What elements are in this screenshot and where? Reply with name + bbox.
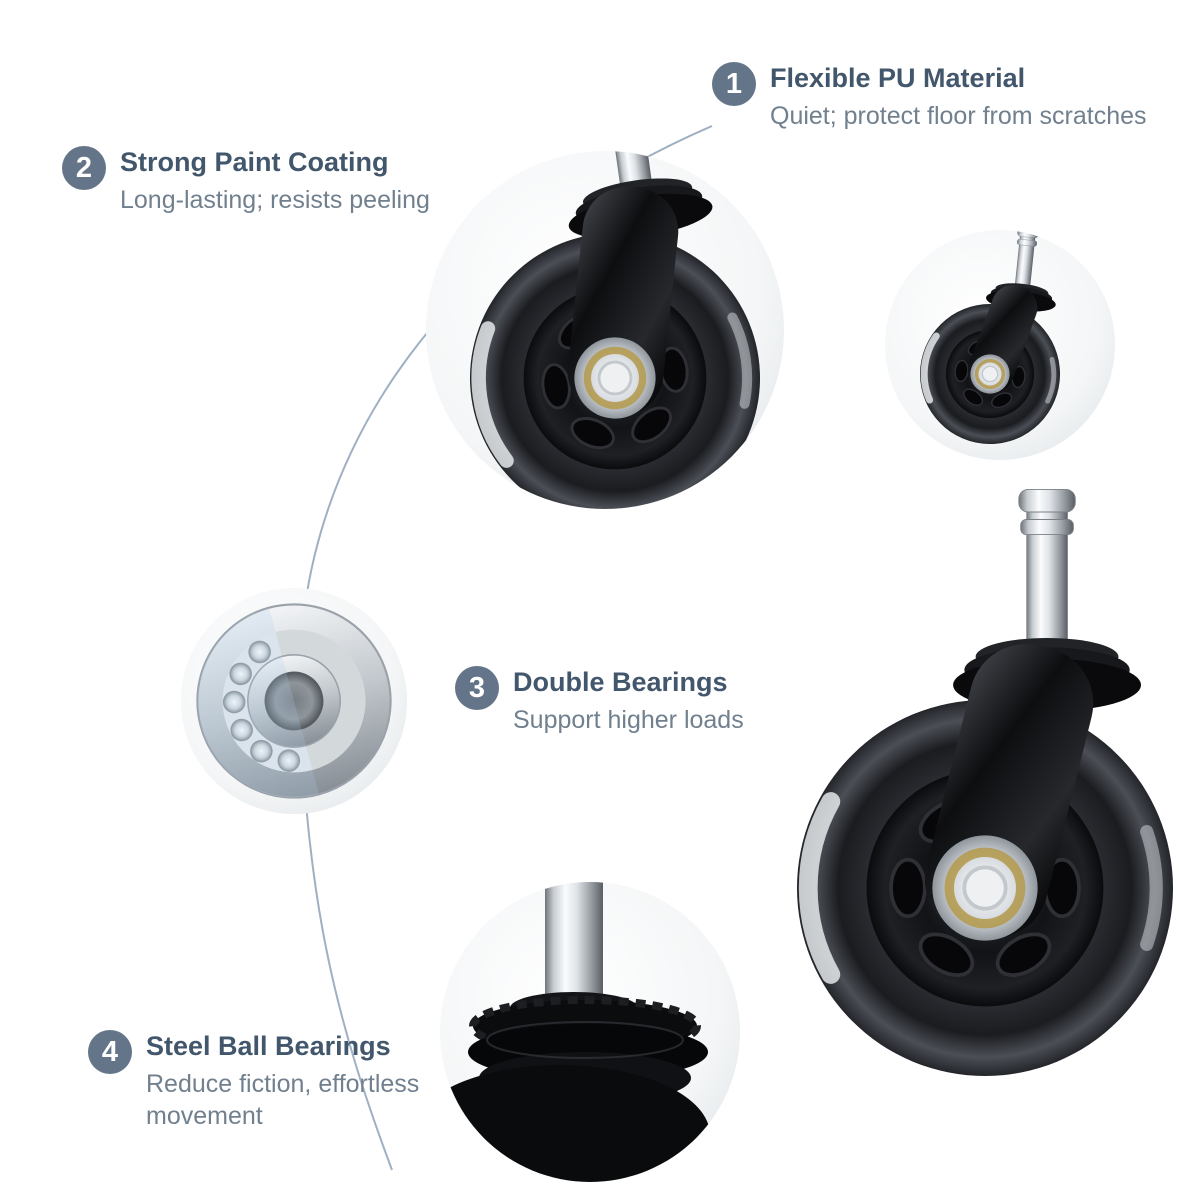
feature-title: Steel Ball Bearings — [146, 1031, 391, 1061]
feature-description: Reduce fiction, effortless movement — [146, 1069, 420, 1131]
feature-number-badge: 4 — [88, 1030, 132, 1074]
feature-description: Long-lasting; resists peeling — [120, 185, 430, 214]
feature-title: Flexible PU Material — [770, 63, 1026, 93]
detail-bubble-pu-material — [885, 230, 1115, 460]
feature-description: Quiet; protect floor from scratches — [770, 101, 1147, 130]
feature-number-badge: 1 — [712, 62, 756, 106]
feature-title: Double Bearings — [513, 667, 728, 697]
feature-callout-4: 4 Steel Ball Bearings Reduce fiction, ef… — [88, 1030, 446, 1133]
main-caster-photo — [797, 489, 1173, 1076]
feature-number-badge: 3 — [455, 666, 499, 710]
detail-bubble-paint-closeup — [426, 151, 784, 509]
detail-bubble-stem-closeup — [440, 882, 740, 1182]
feature-callout-2: 2 Strong Paint Coating Long-lasting; res… — [62, 146, 430, 216]
feature-callout-1: 1 Flexible PU Material Quiet; protect fl… — [712, 62, 1147, 132]
feature-title: Strong Paint Coating — [120, 147, 389, 177]
feature-number-badge: 2 — [62, 146, 106, 190]
feature-callout-3: 3 Double Bearings Support higher loads — [455, 666, 744, 736]
feature-description: Support higher loads — [513, 705, 744, 734]
detail-bubble-ball-bearing — [181, 588, 407, 814]
